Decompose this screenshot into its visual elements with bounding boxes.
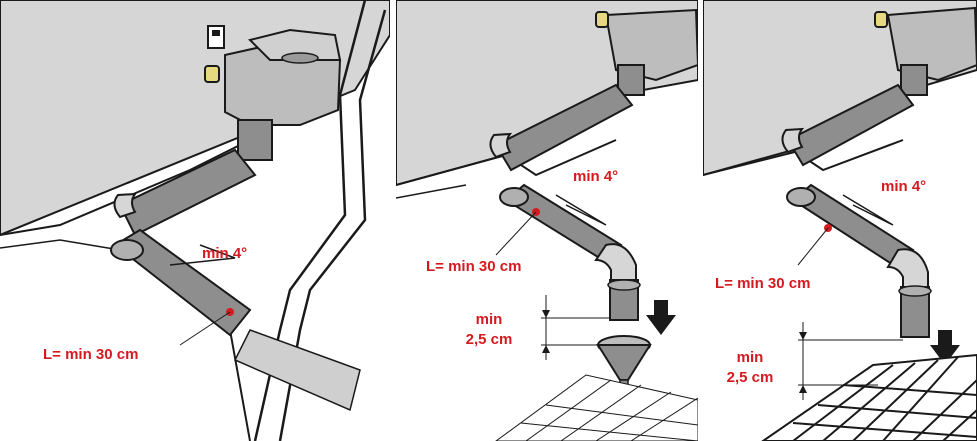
wall-valve-icon — [874, 11, 888, 28]
gap-label-line2: 2,5 cm — [465, 331, 513, 348]
panel-grate-drain: min 4° L= min 30 cm min 2,5 cm — [703, 0, 977, 441]
wall-valve-icon — [204, 65, 220, 83]
gap-label-line1: min — [475, 311, 503, 328]
upper-drain-pipe — [494, 83, 634, 172]
pipe-elbow — [594, 243, 637, 281]
drain-pipe — [113, 228, 252, 337]
slope-angle-marker — [555, 194, 607, 226]
upper-drain-pipe — [786, 83, 915, 167]
flow-arrow-icon — [930, 330, 960, 365]
panel-divider — [390, 0, 396, 441]
panel-wall-drain: min 4° L= min 30 cm — [0, 0, 390, 441]
pipe-elbow — [886, 248, 929, 288]
length-leader-line — [797, 227, 829, 266]
slope-label: min 4° — [881, 178, 927, 195]
length-label: L= min 30 cm — [426, 258, 522, 275]
pipe-clip — [113, 192, 138, 219]
gap-label: min 2,5 cm — [454, 310, 524, 350]
gap-label-line1: min — [736, 349, 764, 366]
gutter-pipe — [233, 329, 361, 412]
slope-label: min 4° — [202, 245, 248, 262]
slope-angle-marker — [169, 244, 236, 266]
panel-funnel-drain: min 4° L= min 30 cm min 2,5 cm — [396, 0, 698, 441]
wall-valve-icon — [595, 11, 609, 28]
panel-1-illustration — [0, 0, 390, 441]
upper-drain-pipe — [118, 148, 257, 237]
length-label: L= min 30 cm — [43, 346, 139, 363]
unit-outlet — [237, 119, 273, 161]
device-unit — [604, 8, 698, 82]
gap-label: min 2,5 cm — [715, 348, 785, 388]
flow-arrow-icon — [646, 300, 676, 335]
floor-grate — [761, 353, 977, 441]
length-leader-line — [495, 211, 537, 256]
length-leader-line — [179, 311, 231, 346]
panel-divider — [698, 0, 703, 441]
length-label: L= min 30 cm — [715, 275, 811, 292]
panel-3-illustration — [703, 0, 977, 441]
gap-label-line2: 2,5 cm — [726, 369, 774, 386]
slope-label: min 4° — [573, 168, 619, 185]
panel-2-illustration — [396, 0, 698, 441]
device-unit — [886, 6, 977, 82]
floor-tiles — [495, 374, 698, 441]
slope-angle-marker — [842, 194, 894, 226]
wall-socket-icon — [207, 25, 225, 49]
